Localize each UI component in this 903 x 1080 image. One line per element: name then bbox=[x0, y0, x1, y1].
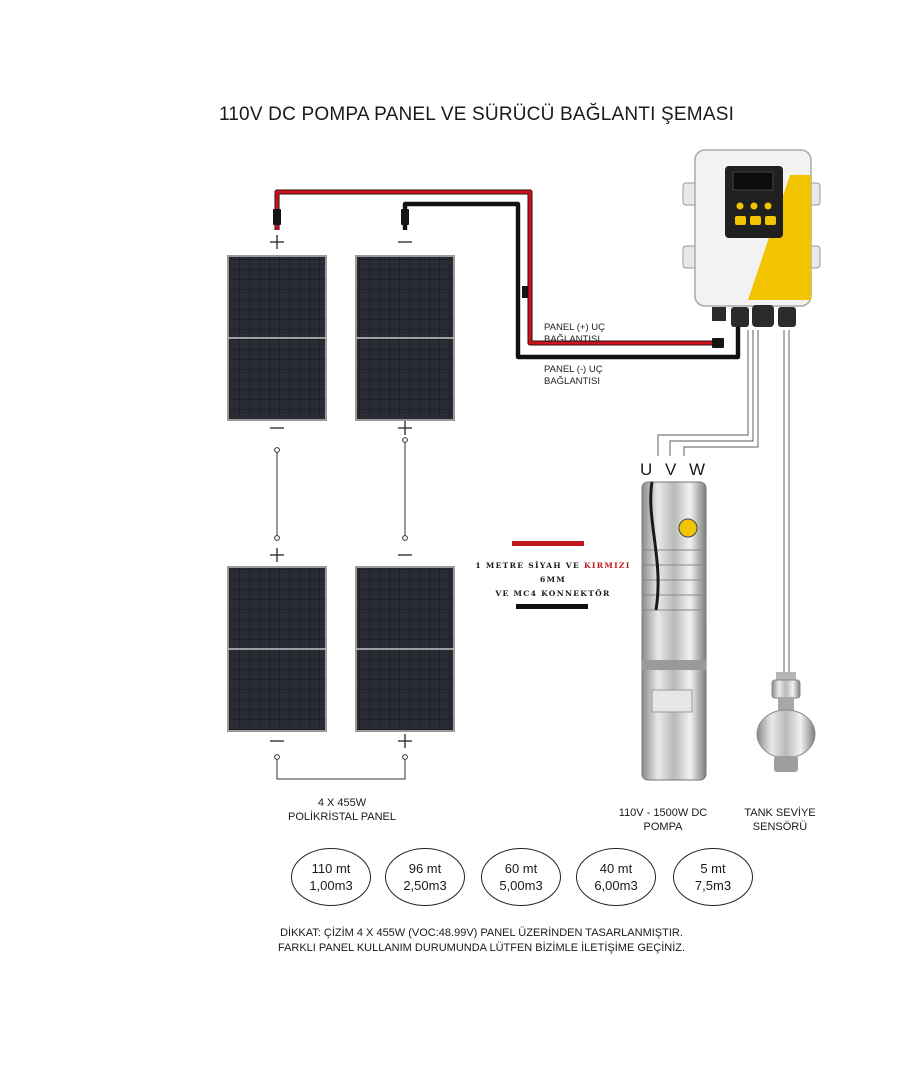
uvw-label: U V W bbox=[640, 460, 710, 479]
sensor-label-line-1: TANK SEVİYE bbox=[744, 807, 816, 819]
negative-label-line-2: BAĞLANTISI bbox=[544, 376, 600, 387]
flow-volume: 7,5m3 bbox=[694, 878, 732, 893]
pump-spec-line-1: 110V - 1500W DC bbox=[618, 807, 708, 819]
sensor-wire bbox=[783, 330, 790, 676]
positive-cable bbox=[274, 189, 712, 346]
flow-volume: 5,00m3 bbox=[499, 878, 543, 893]
negative-label-line-1: PANEL (-) UÇ bbox=[544, 364, 603, 375]
flow-circle-2: 96 mt 2,50m3 bbox=[385, 848, 465, 906]
flow-circle-1: 110 mt 1,00m3 bbox=[291, 848, 371, 906]
flow-volume: 6,00m3 bbox=[594, 878, 638, 893]
panel-spec-line-2: POLİKRİSTAL PANEL bbox=[287, 811, 396, 823]
submersible-pump bbox=[641, 481, 707, 781]
black-cable-sample bbox=[516, 604, 588, 609]
solar-panel-bottom-right bbox=[355, 566, 455, 732]
panel-spec-label: 4 X 455W POLİKRİSTAL PANEL bbox=[262, 796, 422, 824]
flow-volume: 2,50m3 bbox=[403, 878, 447, 893]
solar-panel-top-right bbox=[355, 255, 455, 421]
flow-circle-3: 60 mt 5,00m3 bbox=[481, 848, 561, 906]
solar-panel-top-left bbox=[227, 255, 327, 421]
pump-spec-label: 110V - 1500W DC POMPA bbox=[598, 806, 728, 834]
flow-height: 110 mt bbox=[311, 861, 351, 876]
cable-note-red-word: KIRMIZI bbox=[584, 561, 631, 570]
flow-circle-5: 5 mt 7,5m3 bbox=[673, 848, 753, 906]
positive-label-line-2: BAĞLANTISI bbox=[544, 334, 600, 345]
footer-line-2: FARKLI PANEL KULLANIM DURUMUNDA LÜTFEN B… bbox=[277, 942, 686, 954]
uvw-wires bbox=[657, 330, 759, 456]
sensor-label: TANK SEVİYE SENSÖRÜ bbox=[725, 806, 835, 834]
cable-note-line-2: VE MC4 KONNEKTÖR bbox=[495, 589, 611, 598]
cable-note-text: 1 METRE SİYAH VE bbox=[475, 561, 581, 570]
pump-controller bbox=[682, 149, 821, 327]
footer-line-1: DİKKAT: ÇİZİM 4 X 455W (VOC:48.99V) PANE… bbox=[280, 927, 683, 939]
red-cable-sample bbox=[512, 541, 584, 546]
positive-terminal-label: PANEL (+) UÇ BAĞLANTISI bbox=[544, 322, 605, 346]
flow-volume: 1,00m3 bbox=[309, 878, 353, 893]
flow-height: 40 mt bbox=[599, 861, 633, 876]
cable-note: 1 METRE SİYAH VE KIRMIZI 6MM VE MC4 KONN… bbox=[468, 559, 638, 601]
flow-height: 5 mt bbox=[700, 861, 726, 876]
mc4-connectors bbox=[273, 209, 724, 348]
positive-label-line-1: PANEL (+) UÇ bbox=[544, 322, 605, 333]
footer-notice: DİKKAT: ÇİZİM 4 X 455W (VOC:48.99V) PANE… bbox=[0, 926, 903, 956]
series-wires bbox=[274, 437, 408, 780]
cable-note-size: 6MM bbox=[540, 575, 566, 584]
polarity-marks bbox=[270, 235, 412, 748]
pump-spec-line-2: POMPA bbox=[643, 821, 683, 833]
panel-spec-line-1: 4 X 455W bbox=[317, 797, 367, 809]
solar-panel-bottom-left bbox=[227, 566, 327, 732]
page-title: 110V DC POMPA PANEL VE SÜRÜCÜ BAĞLANTI Ş… bbox=[218, 104, 735, 125]
flow-circle-4: 40 mt 6,00m3 bbox=[576, 848, 656, 906]
sensor-label-line-2: SENSÖRÜ bbox=[752, 821, 808, 833]
tank-level-sensor bbox=[756, 672, 816, 772]
flow-height: 60 mt bbox=[504, 861, 538, 876]
flow-height: 96 mt bbox=[408, 861, 442, 876]
negative-terminal-label: PANEL (-) UÇ BAĞLANTISI bbox=[544, 364, 603, 388]
negative-cable bbox=[402, 201, 741, 360]
